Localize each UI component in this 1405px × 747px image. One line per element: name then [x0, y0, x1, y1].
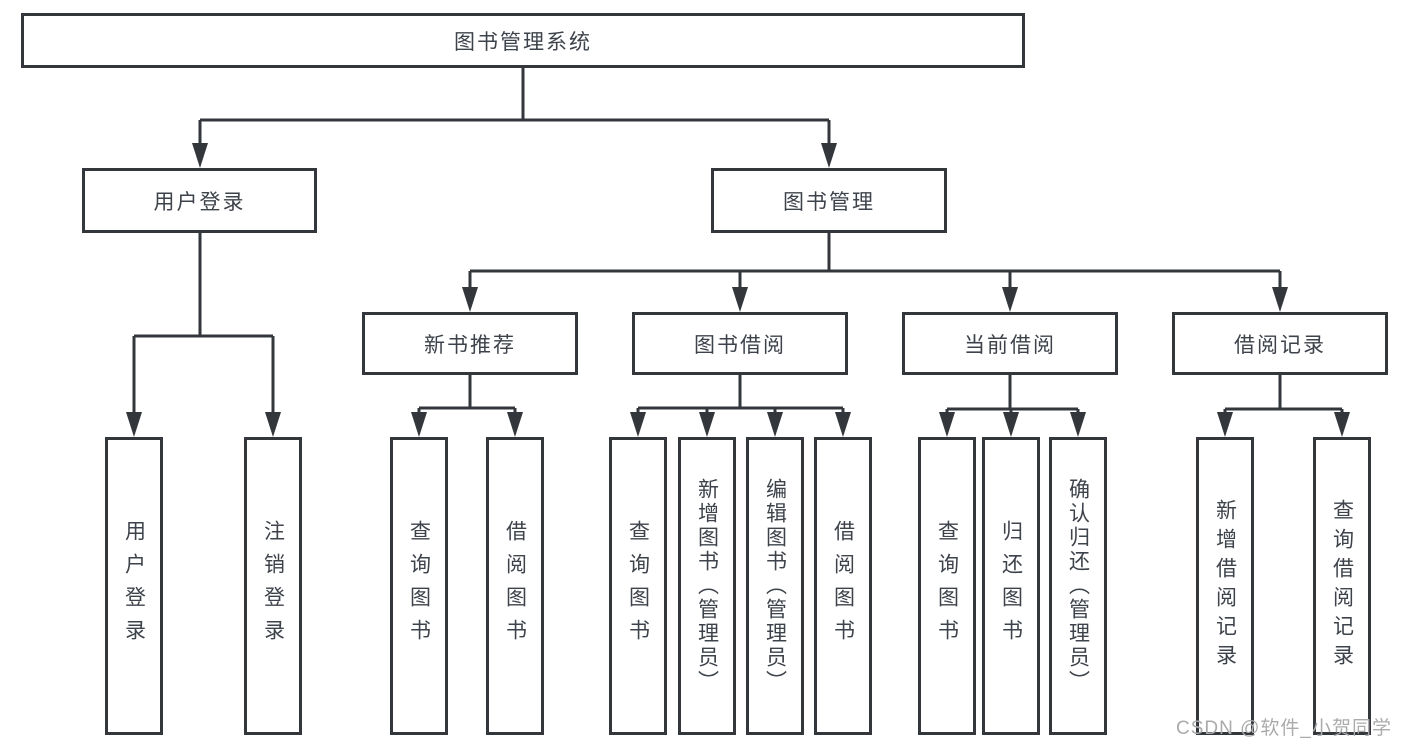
node-leaf-logout: 注销登录	[244, 437, 302, 735]
node-leaf-query-books-borrow: 查询图书	[609, 437, 667, 735]
node-book-borrow-label: 图书借阅	[694, 333, 786, 357]
node-user-login-label: 用户登录	[153, 190, 246, 214]
node-leaf-user-login-label: 用户登录	[122, 520, 146, 652]
node-leaf-query-books-recommend-label: 查询图书	[407, 520, 431, 652]
node-leaf-user-login: 用户登录	[105, 437, 163, 735]
node-leaf-add-books-admin-label: 新增图书（管理员）	[695, 478, 719, 694]
node-leaf-query-borrow-record: 查询借阅记录	[1313, 437, 1371, 735]
node-leaf-borrow-books: 借阅图书	[814, 437, 872, 735]
node-leaf-query-books-borrow-label: 查询图书	[626, 520, 650, 652]
connector-lines	[132, 68, 1344, 415]
node-leaf-edit-books-admin: 编辑图书（管理员）	[746, 437, 804, 735]
node-leaf-confirm-return-admin: 确认归还（管理员）	[1049, 437, 1107, 735]
node-leaf-add-books-admin: 新增图书（管理员）	[678, 437, 736, 735]
node-new-book-recommend-label: 新书推荐	[424, 333, 516, 357]
node-leaf-return-books-label: 归还图书	[999, 520, 1023, 652]
node-leaf-query-books-current-label: 查询图书	[935, 520, 959, 652]
node-leaf-logout-label: 注销登录	[261, 520, 285, 652]
node-leaf-borrow-books-recommend-label: 借阅图书	[503, 520, 527, 652]
node-current-borrow-label: 当前借阅	[964, 333, 1056, 357]
node-current-borrow: 当前借阅	[902, 312, 1118, 375]
csdn-watermark: CSDN @软件_小贺同学	[1176, 718, 1392, 739]
node-leaf-return-books: 归还图书	[982, 437, 1040, 735]
node-book-borrow: 图书借阅	[632, 312, 848, 375]
node-leaf-confirm-return-admin-label: 确认归还（管理员）	[1066, 478, 1090, 694]
node-leaf-borrow-books-label: 借阅图书	[831, 520, 855, 652]
node-leaf-query-books-recommend: 查询图书	[390, 437, 448, 735]
node-leaf-borrow-books-recommend: 借阅图书	[486, 437, 544, 735]
node-library-system: 图书管理系统	[21, 13, 1025, 68]
node-new-book-recommend: 新书推荐	[362, 312, 578, 375]
node-borrow-records: 借阅记录	[1172, 312, 1388, 375]
node-leaf-query-books-current: 查询图书	[918, 437, 976, 735]
node-borrow-records-label: 借阅记录	[1234, 333, 1326, 357]
node-user-login: 用户登录	[82, 168, 317, 233]
node-book-management-label: 图书管理	[783, 190, 875, 214]
node-leaf-edit-books-admin-label: 编辑图书（管理员）	[763, 478, 787, 694]
arrow-down-icons	[126, 143, 1350, 437]
node-library-system-label: 图书管理系统	[454, 30, 592, 54]
node-leaf-add-borrow-record-label: 新增借阅记录	[1213, 499, 1237, 673]
node-leaf-query-borrow-record-label: 查询借阅记录	[1330, 499, 1354, 673]
node-book-management: 图书管理	[711, 168, 947, 233]
node-leaf-add-borrow-record: 新增借阅记录	[1196, 437, 1254, 735]
